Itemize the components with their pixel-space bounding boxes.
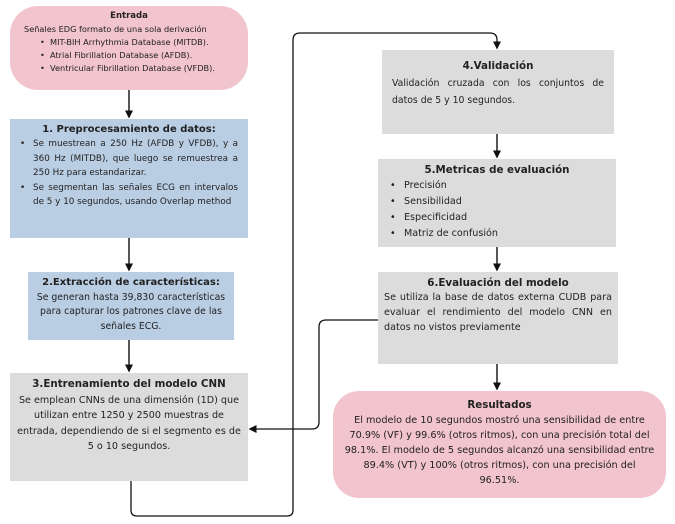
list-item: Matriz de confusión (386, 226, 608, 242)
list-item: Sensibilidad (386, 194, 608, 210)
metrics-list: Precisión Sensibilidad Especificidad Mat… (386, 178, 608, 242)
list-item: Especificidad (386, 210, 608, 226)
preprocessing-list: Se muestrean a 250 Hz (AFDB y VFDB), y a… (20, 137, 238, 210)
model-evaluation-title: 6.Evaluación del modelo (427, 277, 569, 289)
model-evaluation-body: Se utiliza la base de datos externa CUDB… (384, 292, 612, 333)
preprocessing-box: 1. Preprocesamiento de datos: Se muestre… (10, 119, 248, 238)
validation-box: 4.Validación Validación cruzada con los … (382, 50, 614, 134)
input-title: Entrada (110, 11, 148, 21)
connector-entrenamiento-to-validacion (130, 32, 501, 517)
training-box: 3.Entrenamiento del modelo CNN Se emplea… (10, 373, 248, 481)
metrics-title: 5.Metricas de evaluación (424, 164, 570, 176)
list-item: Atrial Fibrillation Database (AFDB). (24, 49, 234, 62)
results-body: El modelo de 10 segundos mostró una sens… (344, 415, 655, 486)
input-intro: Señales EDG formato de una sola derivaci… (24, 24, 207, 34)
list-item: MIT-BIH Arrhythmia Database (MITDB). (24, 36, 234, 49)
results-box: Resultados El modelo de 10 segundos most… (333, 391, 666, 498)
training-title: 3.Entrenamiento del modelo CNN (32, 378, 226, 390)
validation-body: Validación cruzada con los conjuntos de … (392, 78, 604, 106)
input-box: Entrada Señales EDG formato de una sola … (10, 6, 248, 90)
preprocessing-title: 1. Preprocesamiento de datos: (42, 124, 216, 135)
list-item: Ventricular Fibrillation Database (VFDB)… (24, 62, 234, 75)
training-body: Se emplean CNNs de una dimensión (1D) qu… (17, 394, 241, 453)
feature-extraction-title: 2.Extracción de características: (42, 277, 220, 288)
connector-evaluacion-to-entrenamiento (248, 319, 378, 433)
list-item: Se muestrean a 250 Hz (AFDB y VFDB), y a… (20, 137, 238, 181)
list-item: Se segmentan las señales ECG en interval… (20, 181, 238, 210)
results-title: Resultados (467, 399, 532, 411)
list-item: Precisión (386, 178, 608, 194)
feature-extraction-box: 2.Extracción de características: Se gene… (28, 272, 234, 340)
validation-title: 4.Validación (462, 60, 534, 72)
input-database-list: MIT-BIH Arrhythmia Database (MITDB). Atr… (24, 36, 234, 75)
feature-extraction-body: Se generan hasta 39,830 características … (36, 291, 226, 332)
model-evaluation-box: 6.Evaluación del modelo Se utiliza la ba… (378, 272, 618, 364)
metrics-box: 5.Metricas de evaluación Precisión Sensi… (378, 159, 616, 247)
